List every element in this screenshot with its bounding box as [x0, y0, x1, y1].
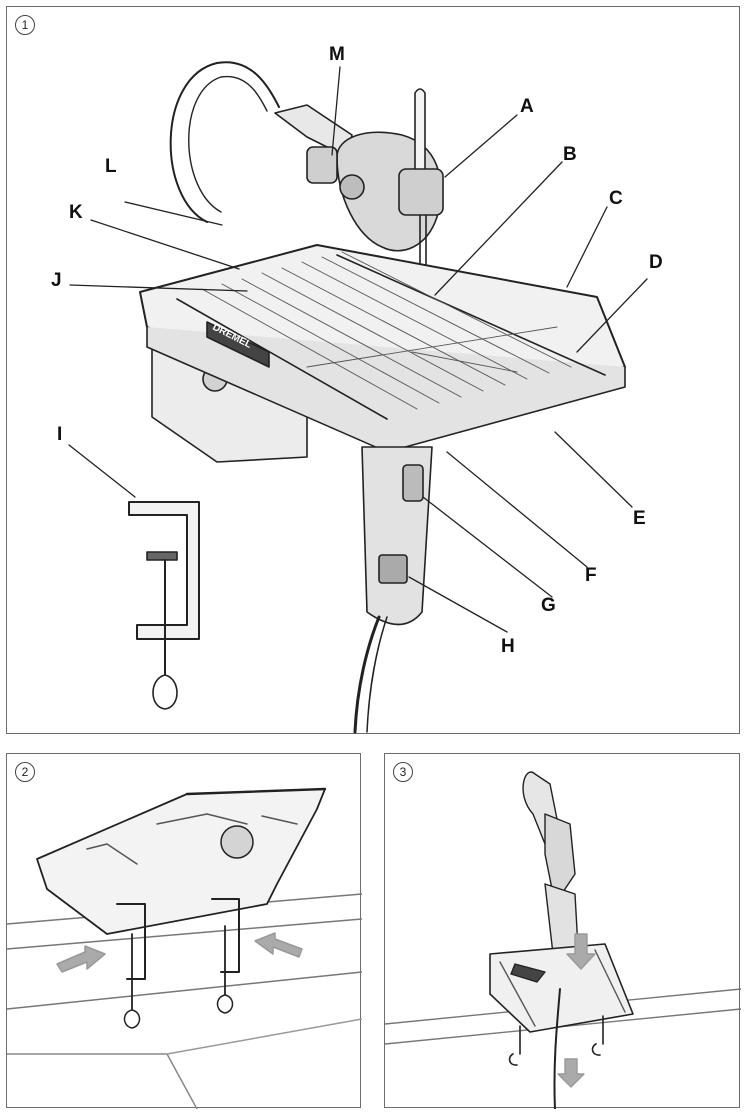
- figure-1-panel: 1: [6, 6, 740, 734]
- label-b: B: [563, 144, 577, 165]
- arrow-down-lower-icon: [557, 1058, 585, 1088]
- label-f: F: [585, 565, 597, 586]
- figure-2-panel: 2: [6, 753, 362, 1109]
- clamp-right: [211, 898, 240, 973]
- label-a: A: [520, 96, 534, 117]
- saw-mounted-illustration: [385, 771, 741, 1109]
- mounted-table: [489, 943, 634, 1033]
- handle-arc: [169, 61, 280, 223]
- blade-guard: [414, 88, 426, 178]
- quick-release-knob: [306, 146, 338, 184]
- clamp-screw-handle: [152, 674, 178, 710]
- label-l: L: [105, 156, 117, 177]
- clamp: [128, 501, 200, 640]
- label-h: H: [501, 636, 515, 657]
- label-e: E: [633, 508, 646, 529]
- power-switch: [378, 554, 408, 584]
- label-m: M: [329, 44, 345, 65]
- figure-number-3: 3: [393, 762, 413, 782]
- clamp-mounting-illustration: [7, 787, 362, 1109]
- label-k: K: [69, 202, 83, 223]
- label-d: D: [649, 252, 663, 273]
- inverted-table: [36, 788, 326, 935]
- arrow-right-icon: [254, 932, 303, 958]
- label-j: J: [51, 270, 62, 291]
- arrow-left-icon: [56, 945, 106, 973]
- label-c: C: [609, 188, 623, 209]
- speed-switch: [402, 464, 424, 502]
- label-g: G: [541, 595, 556, 616]
- saw-overview-illustration: DREMEL: [68, 61, 648, 734]
- label-i: I: [57, 424, 63, 445]
- arrow-down-icon: [566, 933, 596, 970]
- power-cord: [353, 615, 381, 734]
- figure-number-1: 1: [15, 15, 35, 35]
- brand-plate: [206, 321, 270, 368]
- figure-3-panel: 3: [384, 753, 741, 1109]
- clamp-left: [116, 903, 146, 980]
- figure-number-2: 2: [15, 762, 35, 782]
